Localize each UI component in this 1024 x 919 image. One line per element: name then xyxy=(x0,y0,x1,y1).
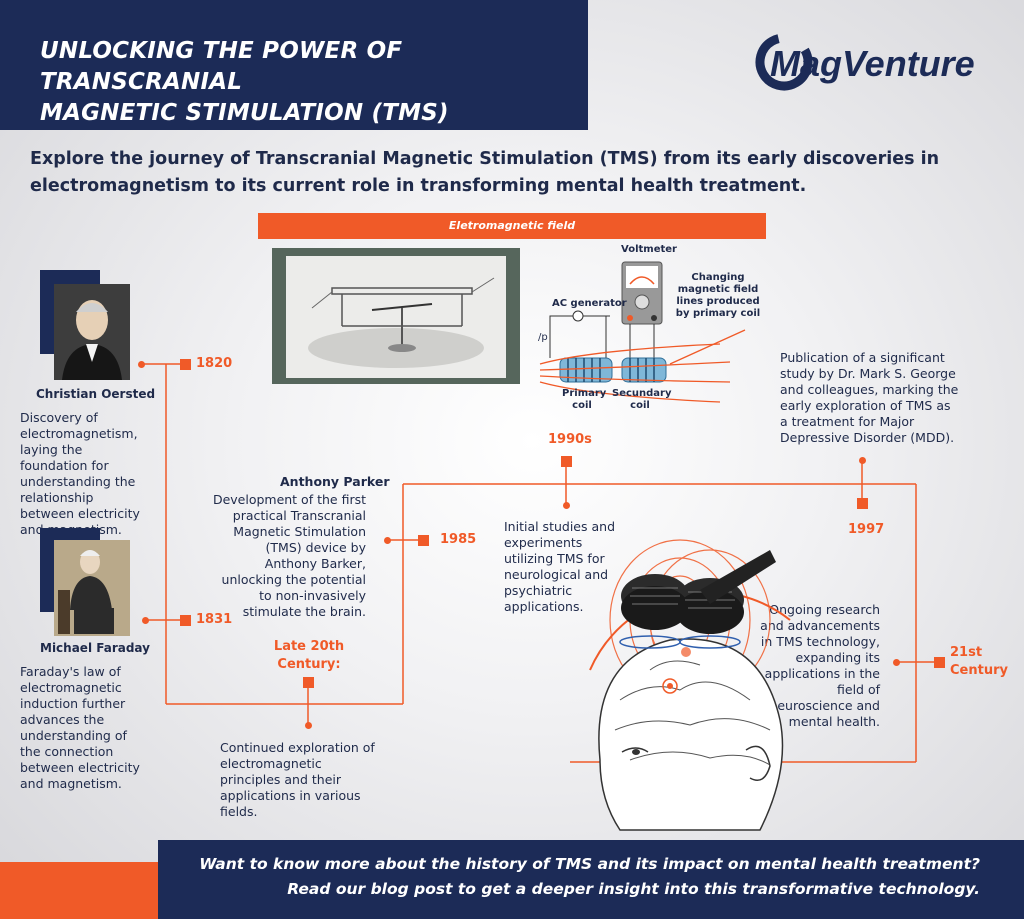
induction-diagram xyxy=(539,261,746,403)
faraday-portrait xyxy=(54,540,130,636)
c21-label-line2: Century xyxy=(950,663,1008,678)
parker-dot xyxy=(384,537,391,544)
oersted-portrait xyxy=(54,284,130,380)
svg-text:MagVenture: MagVenture xyxy=(770,43,975,84)
magventure-logo: MagVenture xyxy=(755,33,975,91)
oersted-marker xyxy=(180,359,191,370)
late20-label-line1: Late 20th xyxy=(273,639,345,654)
em-field-bar: Eletromagnetic field xyxy=(258,213,766,239)
footer-line-2: Read our blog post to get a deeper insig… xyxy=(287,880,980,898)
faraday-year: 1831 xyxy=(196,612,233,627)
faraday-name: Michael Faraday xyxy=(40,641,150,655)
late20-description: Continued exploration of electromagnetic… xyxy=(220,740,375,819)
nineties-description: Initial studies and experiments utilizin… xyxy=(504,519,615,614)
late20-dot xyxy=(305,722,312,729)
nineties-year: 1990s xyxy=(548,432,592,447)
oersted-name: Christian Oersted xyxy=(36,387,156,401)
voltmeter-label: Voltmeter xyxy=(621,244,677,255)
oersted-description: Discovery of electromagnetism, laying th… xyxy=(20,410,140,537)
y1985-marker xyxy=(418,535,429,546)
tms-head-illustration xyxy=(589,539,791,831)
c21-label: 21st Century xyxy=(950,644,1008,680)
parker-description: Development of the first practical Trans… xyxy=(212,492,366,619)
y1997-description: Publication of a significant study by Dr… xyxy=(780,350,959,445)
c21-dot xyxy=(893,659,900,666)
faraday-description: Faraday's law of electromagnetic inducti… xyxy=(20,664,140,791)
intro-text: Explore the journey of Transcranial Magn… xyxy=(30,149,940,196)
title-line-1: UNLOCKING THE POWER OF TRANSCRANIAL xyxy=(40,38,403,95)
footer-line-1: Want to know more about the history of T… xyxy=(199,855,980,873)
footer-accent xyxy=(0,862,158,919)
faraday-dot xyxy=(142,617,149,624)
primary-coil-label: Primary coil xyxy=(562,388,607,411)
oersted-year: 1820 xyxy=(196,356,233,371)
footer-cta[interactable]: Want to know more about the history of T… xyxy=(170,852,980,902)
oersted-dot xyxy=(138,361,145,368)
c21-label-line1: 21st xyxy=(950,645,983,660)
y1985-year: 1985 xyxy=(440,532,477,547)
late20-marker xyxy=(303,677,314,688)
secondary-coil-label: Secundary coil xyxy=(612,388,672,411)
page-title: UNLOCKING THE POWER OF TRANSCRANIAL MAGN… xyxy=(40,36,570,129)
field-lines-label: Changing magnetic field lines produced b… xyxy=(675,272,761,319)
late20-label: Late 20th Century: xyxy=(272,638,346,674)
footer-banner xyxy=(158,840,1024,919)
nineties-dot xyxy=(563,502,570,509)
header-banner xyxy=(0,0,588,130)
nineties-marker xyxy=(561,456,572,467)
y1997-year: 1997 xyxy=(848,522,885,537)
faraday-marker xyxy=(180,615,191,626)
oersted-apparatus-image xyxy=(272,248,520,384)
c21-description: Ongoing research and advancements in TMS… xyxy=(760,602,880,729)
title-line-2: MAGNETIC STIMULATION (TMS) xyxy=(40,100,449,126)
c21-marker xyxy=(934,657,945,668)
late20-label-line2: Century: xyxy=(277,657,341,672)
parker-name: Anthony Parker xyxy=(280,474,390,489)
ac-generator-label: AC generator xyxy=(552,298,627,309)
y1997-dot xyxy=(859,457,866,464)
y1997-marker xyxy=(857,498,868,509)
p-label: /p xyxy=(538,332,548,343)
